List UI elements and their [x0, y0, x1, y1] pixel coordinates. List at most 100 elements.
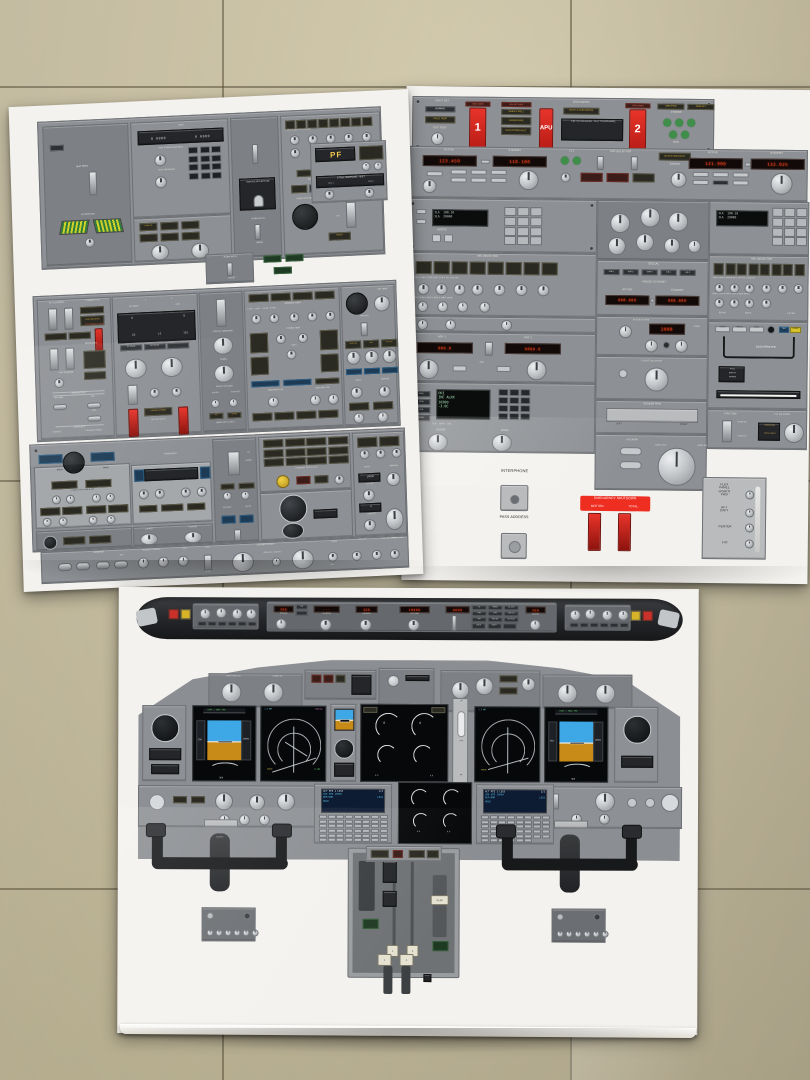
elec-meter-knob[interactable]	[154, 154, 167, 167]
efis-sta-fo[interactable]	[579, 622, 589, 628]
autobrake-knob[interactable]	[521, 677, 536, 692]
fd-capt-button[interactable]: F/D	[295, 604, 308, 610]
air-temp-knob[interactable]	[373, 295, 391, 312]
logo-light-knob[interactable]	[327, 551, 338, 563]
landing-gear-lever[interactable]	[457, 711, 466, 738]
cdu-key[interactable]	[327, 814, 336, 819]
flt-control-nav-displays-panel[interactable]: FLT CONTROL STANDBY HYD LOW PRESSURE ALT…	[36, 296, 115, 441]
acars-kp-key[interactable]	[498, 388, 509, 396]
cdu-key[interactable]	[524, 834, 533, 839]
altitude-knob[interactable]	[407, 618, 420, 632]
elec-key[interactable]	[188, 163, 199, 172]
cdu-key[interactable]	[336, 814, 345, 819]
acars-kp-key[interactable]	[520, 413, 531, 421]
pass-address-button[interactable]	[500, 532, 527, 560]
cdu-key[interactable]	[362, 814, 371, 819]
capt-brightness-knob-2[interactable]	[249, 794, 266, 811]
comm-button[interactable]	[490, 177, 507, 183]
efis-control-fo[interactable]	[564, 604, 631, 631]
wing-antiice-knob[interactable]	[267, 396, 280, 408]
atc-mode-knob[interactable]	[618, 325, 633, 339]
audio-select-knob[interactable]	[479, 301, 491, 313]
cdu-key[interactable]	[480, 824, 489, 829]
efis-range-knob-fo[interactable]	[617, 609, 629, 621]
ext-test-knob[interactable]	[430, 132, 445, 146]
service-interphone-subpanel[interactable]: SERVICE INTERPHONE HORN MUTE RESET	[230, 115, 283, 259]
cdu-key[interactable]	[379, 814, 388, 819]
adf1-tune-knob[interactable]	[418, 359, 439, 380]
fo-keypad-key[interactable]	[783, 227, 795, 237]
ignition-select-knob[interactable]	[271, 557, 282, 567]
fo-mic-buttons[interactable]	[713, 263, 805, 277]
elec-key[interactable]	[187, 146, 199, 155]
panel-light-knob[interactable]	[491, 433, 512, 453]
capt-lower-du-knob[interactable]	[263, 682, 284, 703]
le-test-knob[interactable]	[84, 237, 96, 248]
cdu-key[interactable]	[515, 820, 524, 825]
yaw-damper-knob[interactable]	[54, 377, 65, 389]
emergency-shutdown-total-lever[interactable]	[617, 513, 632, 552]
window-heat-captions[interactable]	[248, 290, 335, 303]
cdu-key[interactable]	[533, 820, 542, 825]
stall-test-knob-1[interactable]	[324, 189, 335, 200]
mcp-hdgsel-button[interactable]: HDG SEL	[487, 617, 503, 623]
cdu-key[interactable]	[379, 833, 388, 838]
acars-kp-key[interactable]	[509, 388, 520, 397]
acars-panel[interactable]: MSG RTN CLR PRINT PRI INC ALRX 10300 -3.…	[404, 381, 596, 454]
cdu-key[interactable]	[345, 814, 354, 819]
vhf-r-frequency-knob[interactable]	[770, 172, 793, 195]
above-button[interactable]	[431, 234, 442, 243]
cdu-key[interactable]	[371, 824, 380, 829]
apu-switch[interactable]	[203, 554, 213, 571]
cdu-key[interactable]	[353, 819, 362, 824]
cdu-key[interactable]	[371, 814, 380, 819]
comm-button[interactable]	[732, 180, 749, 186]
cab-caption-4[interactable]	[181, 231, 200, 241]
data-printer-panel[interactable]: SLEW PRINT TEST TEST PAPER DATA PRINTER …	[707, 321, 809, 411]
fo-lower-small-knob-2[interactable]	[598, 813, 610, 825]
battery-switch[interactable]	[88, 171, 98, 196]
audio-select-knob[interactable]	[457, 301, 469, 313]
fo-nd[interactable]: 1.2 NM ABCDE	[474, 706, 541, 783]
keypad-key-2[interactable]	[517, 207, 530, 217]
fo-main-du-knob[interactable]	[557, 683, 578, 704]
cdu-key[interactable]	[345, 824, 354, 829]
fo-nav-keypad[interactable]	[771, 207, 807, 247]
pass-oxygen-switch[interactable]	[345, 201, 357, 228]
cdu-key[interactable]	[379, 838, 388, 843]
elec-volt-buttons[interactable]: DC VOLTS AC VOLTS	[120, 342, 190, 352]
speed-knob[interactable]	[319, 618, 332, 631]
eng-antiice-knob-1[interactable]	[309, 394, 322, 406]
cdu-key[interactable]	[533, 829, 542, 834]
fo-pfd[interactable]: LNAV | VNAV SPD 250 10000 360	[544, 706, 609, 783]
cdu-key[interactable]	[318, 833, 327, 838]
fmc-switch[interactable]	[87, 415, 102, 422]
cdu-key[interactable]	[489, 815, 498, 820]
fo-mic-btn[interactable]	[725, 263, 736, 276]
comm-button[interactable]	[712, 172, 729, 178]
audio-control-panel[interactable]	[596, 199, 710, 262]
fo-pedal-knob[interactable]	[592, 930, 600, 938]
seat-belt-cap[interactable]	[239, 514, 254, 524]
cdu-key[interactable]	[327, 838, 336, 843]
flt-dk-door-selector[interactable]	[783, 422, 805, 444]
vert-speed-wheel[interactable]	[451, 615, 457, 632]
flood-light-knob[interactable]	[427, 433, 448, 452]
course-fo-knob[interactable]	[529, 619, 541, 631]
adf2-tune-knob[interactable]	[526, 360, 547, 381]
selcal-buttons[interactable]: VHF-1 VHF-2 VHF-3 HF-1 HF-2	[603, 268, 696, 276]
poster-overhead[interactable]: BATTERY LE DEVICES ELEC 0 0000 0 0000 GR…	[8, 89, 424, 592]
mic-selector-buttons[interactable]	[415, 260, 558, 276]
speed-brake-lever[interactable]	[358, 860, 375, 911]
capt-cdu-keypad[interactable]	[318, 814, 388, 843]
fo-keypad-key[interactable]	[772, 217, 784, 227]
efis-pos-capt[interactable]	[247, 621, 257, 627]
cab-caption[interactable]	[181, 220, 200, 230]
efis-baro-knob-capt[interactable]	[215, 607, 227, 619]
fwd-temp-knob[interactable]	[364, 349, 379, 365]
fo-pedal-knob[interactable]	[574, 930, 582, 938]
cdu-key[interactable]	[353, 838, 362, 843]
standby-power-switch[interactable]	[127, 384, 138, 406]
position-light-knob[interactable]	[351, 550, 362, 562]
hyd-knob-4[interactable]	[196, 486, 207, 498]
